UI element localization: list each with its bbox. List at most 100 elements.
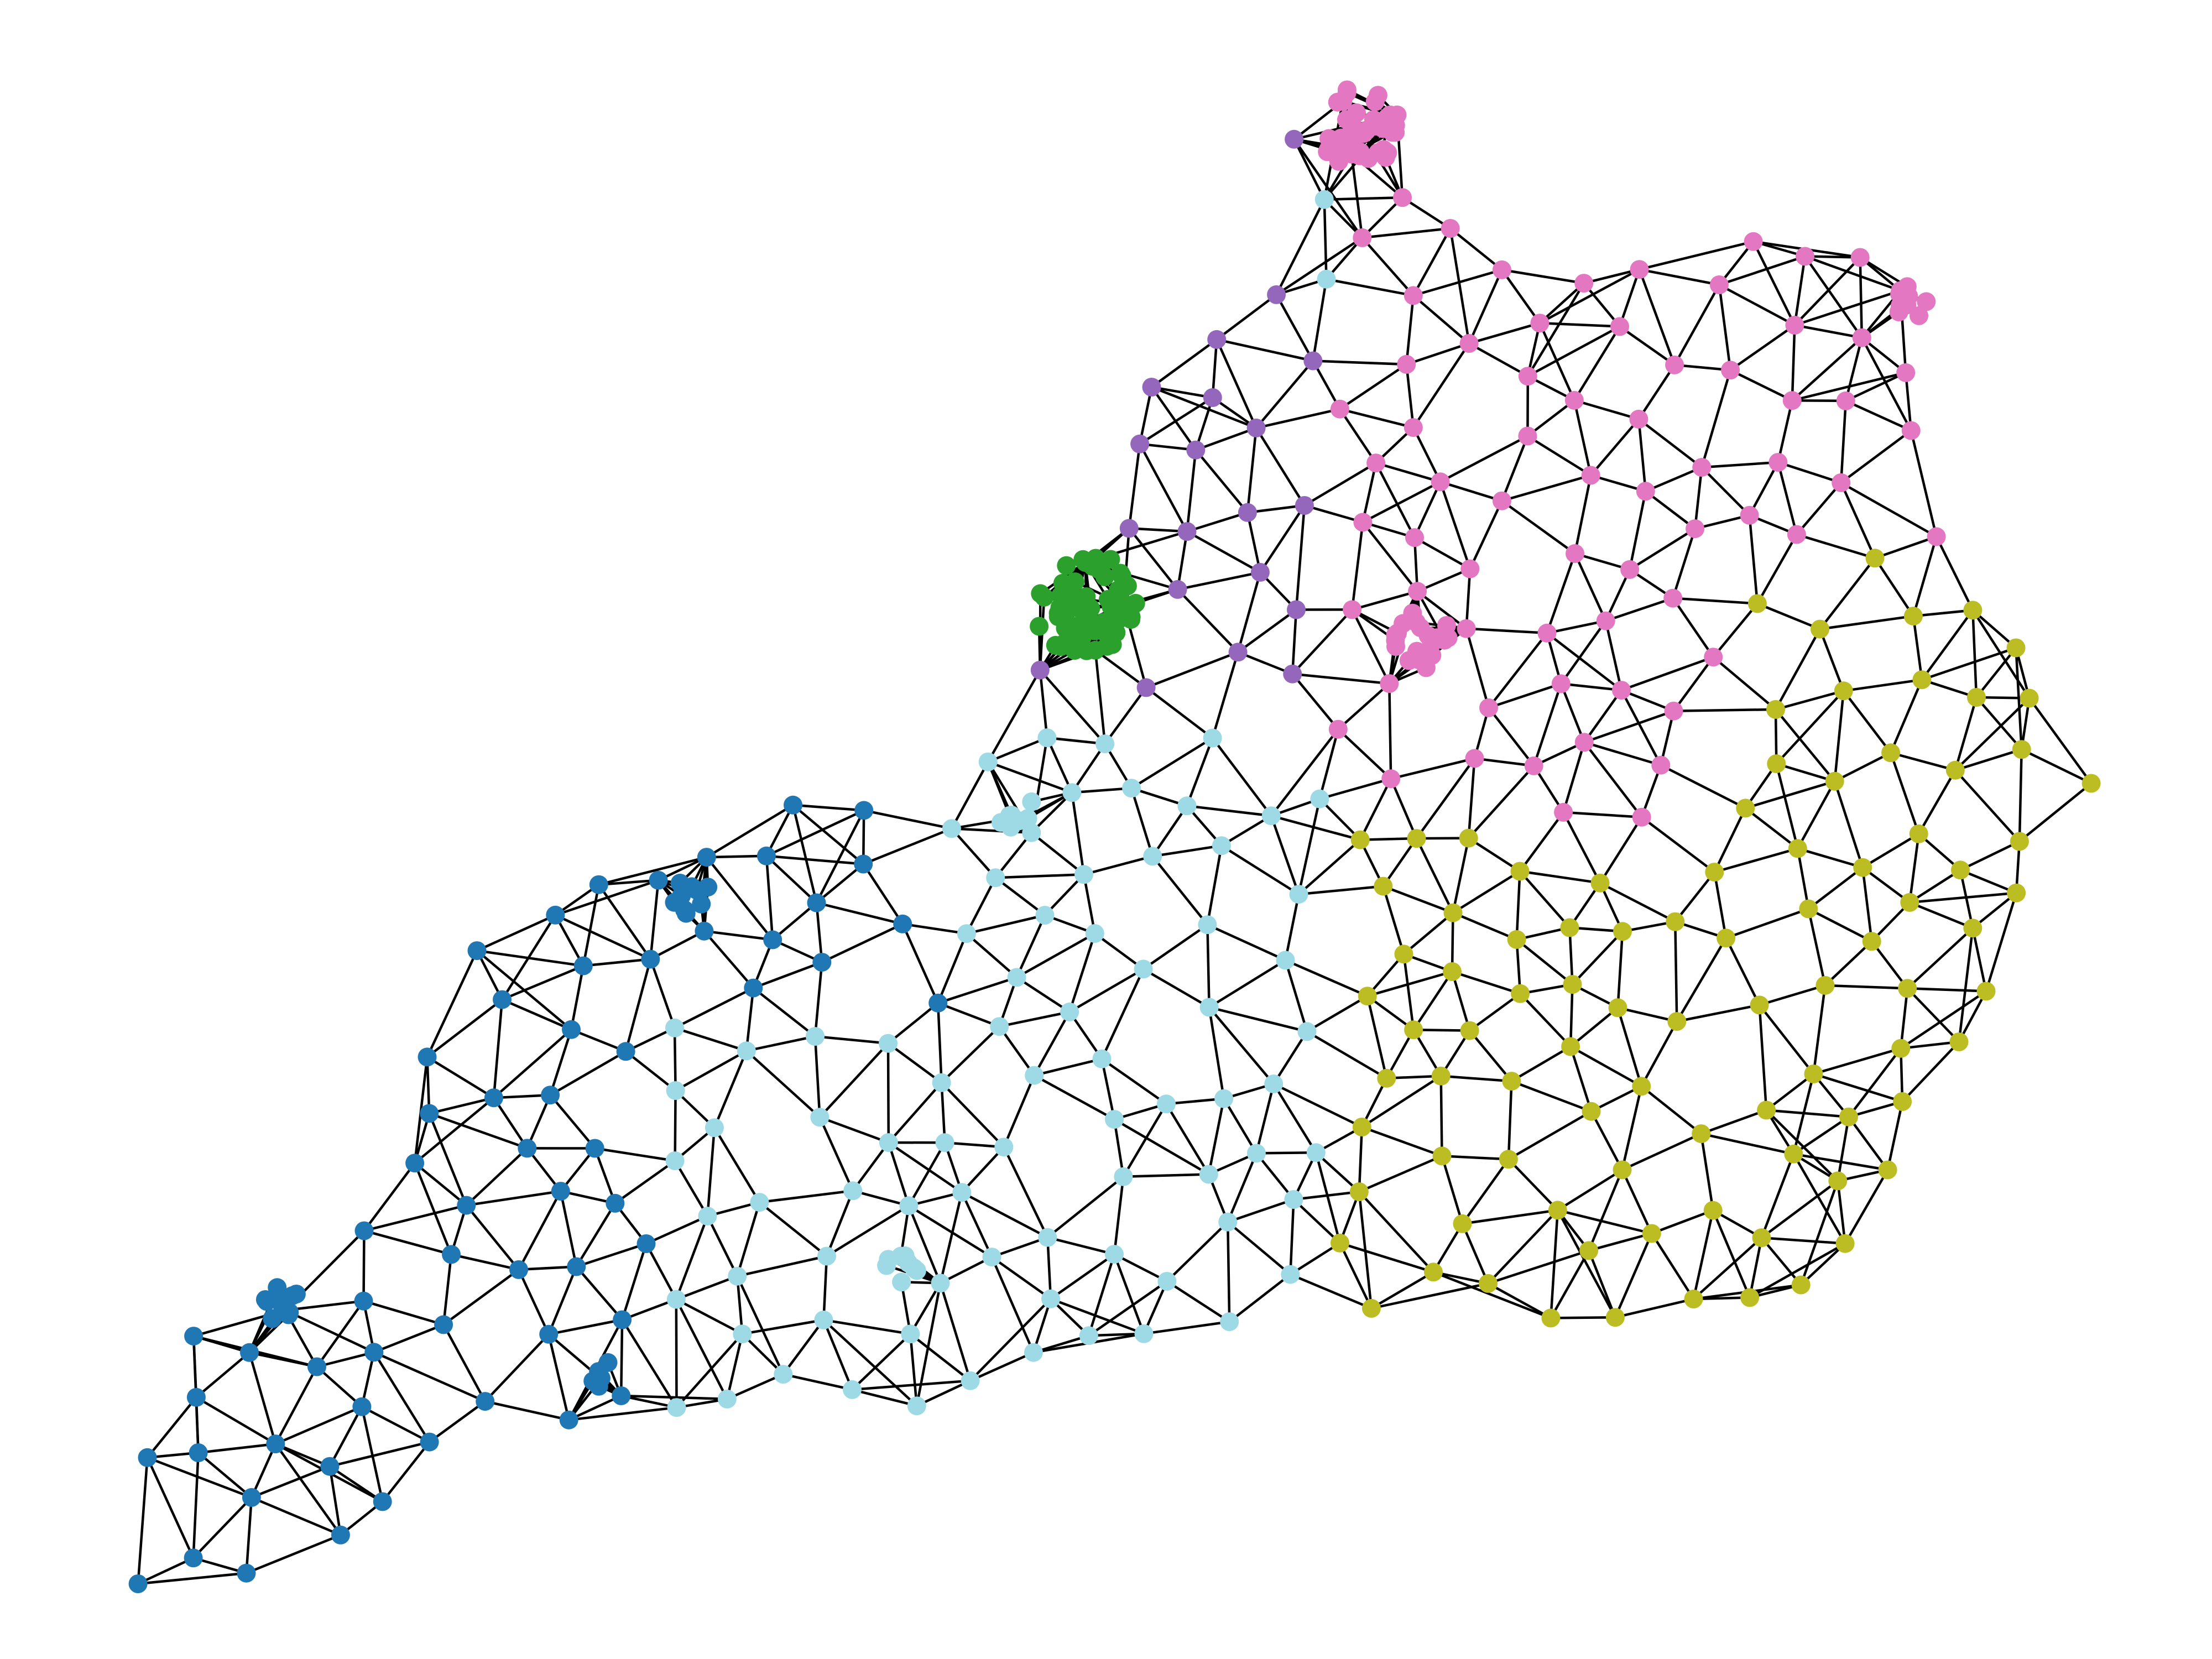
graph-edge — [526, 1093, 552, 1150]
graph-edge — [1526, 281, 1585, 378]
graph-edge — [1382, 885, 1405, 956]
graph-edge — [1672, 655, 1715, 712]
graph-node-purple — [1203, 388, 1222, 407]
graph-node-light-blue — [1105, 1110, 1124, 1129]
graph-node-light-blue — [1041, 1289, 1060, 1308]
graph-edge — [886, 1042, 890, 1144]
graph-edge — [1150, 338, 1218, 389]
graph-edge — [413, 1096, 495, 1165]
graph-node-light-blue — [1246, 1144, 1266, 1163]
graph-edge — [674, 1159, 709, 1218]
graph-edge — [1350, 153, 1364, 239]
graph-edge — [1015, 932, 1097, 979]
graph-node-olive — [1443, 903, 1463, 922]
graph-node-olive — [1828, 1171, 1848, 1191]
graph-edge — [1935, 535, 1974, 612]
graph-edge — [1208, 1006, 1225, 1100]
graph-edge — [1312, 359, 1408, 366]
graph-node-green — [1077, 587, 1096, 606]
graph-edge — [1729, 369, 1794, 402]
graph-node-dark-blue — [364, 1343, 384, 1362]
graph-edge — [940, 1025, 1001, 1084]
graph-edge — [1839, 429, 1913, 484]
graph-edge — [2018, 782, 2093, 843]
graph-node-dark-blue — [373, 1492, 392, 1511]
graph-edge — [791, 804, 865, 812]
graph-edge — [851, 1190, 910, 1207]
graph-node-light-blue — [1085, 924, 1104, 943]
graph-edge — [1908, 901, 1974, 930]
graph-edge — [818, 1042, 890, 1119]
graph-edge — [427, 1112, 529, 1150]
graph-node-pink — [1530, 314, 1550, 333]
graph-node-olive — [1834, 681, 1853, 701]
graph-edge — [1461, 1158, 1510, 1225]
graph-edge — [1550, 1249, 1590, 1319]
graph-node-light-blue — [1025, 1066, 1044, 1085]
graph-edge — [1724, 907, 1810, 940]
graph-node-olive — [1912, 670, 1932, 690]
graph-edge — [483, 1400, 570, 1421]
graph-node-purple — [1207, 330, 1227, 349]
graph-edge — [1637, 363, 1676, 421]
graph-edge — [483, 1333, 550, 1403]
graph-edge — [1774, 628, 1822, 711]
graph-node-light-blue — [935, 1133, 954, 1152]
graph-edge — [1562, 811, 1643, 818]
graph-edge — [1693, 466, 1703, 530]
graph-node-olive — [1750, 995, 1769, 1015]
graph-edge — [517, 1190, 562, 1271]
graph-node-olive — [1666, 912, 1685, 931]
graph-edge — [614, 1159, 676, 1205]
graph-node-purple — [1177, 522, 1197, 541]
graph-edge — [752, 961, 823, 989]
graph-edge — [1142, 968, 1211, 1009]
graph-edge — [1068, 1010, 1103, 1061]
graph-node-dark-blue — [559, 1410, 578, 1430]
graph-edge — [645, 1214, 709, 1245]
graph-node-light-blue — [705, 1118, 724, 1138]
graph-edge — [195, 1396, 277, 1446]
graph-node-olive — [1507, 930, 1526, 949]
graph-edge — [1758, 984, 1827, 1006]
graph-edge — [862, 863, 904, 926]
graph-node-light-blue — [814, 1310, 833, 1329]
graph-edge — [1032, 1074, 1116, 1121]
graph-edge — [1712, 1209, 1751, 1299]
graph-node-dark-blue — [585, 1139, 604, 1158]
graph-edge — [1847, 1115, 1889, 1171]
graph-node-pink — [1441, 219, 1460, 238]
graph-edge — [1415, 757, 1476, 840]
graph-node-light-blue — [1038, 1228, 1057, 1247]
graph-node-olive — [1945, 760, 1965, 780]
graph-edge — [1839, 481, 1938, 538]
graph-node-pink — [1796, 247, 1814, 266]
graph-edge — [1824, 984, 1909, 990]
graph-node-dark-blue — [286, 1285, 306, 1303]
graph-node-dark-blue — [698, 878, 718, 897]
graph-edge — [1291, 608, 1298, 675]
graph-edge — [649, 930, 706, 961]
graph-node-light-blue — [1198, 915, 1217, 935]
graph-node-olive — [1717, 928, 1736, 948]
graph-edge — [619, 1394, 729, 1401]
graph-edge — [1487, 682, 1563, 709]
graph-node-pink — [1492, 260, 1511, 279]
graph-node-purple — [1250, 562, 1270, 582]
graph-edge — [703, 930, 755, 989]
graph-edge — [815, 809, 865, 904]
graph-edge — [901, 922, 968, 935]
graph-edge — [1467, 764, 1535, 839]
graph-edge — [1795, 533, 1876, 560]
graph-edge — [428, 1400, 487, 1443]
graph-edge — [1500, 268, 1541, 325]
graph-edge — [492, 1096, 529, 1150]
graph-edge — [1270, 814, 1361, 841]
graph-edge — [1546, 619, 1607, 635]
graph-node-olive — [1976, 982, 1996, 1001]
graph-edge — [649, 958, 676, 1030]
graph-edge — [1452, 837, 1470, 914]
graph-node-pink — [1537, 623, 1557, 643]
graph-node-olive — [1561, 1037, 1580, 1056]
graph-edge — [1573, 552, 1607, 622]
